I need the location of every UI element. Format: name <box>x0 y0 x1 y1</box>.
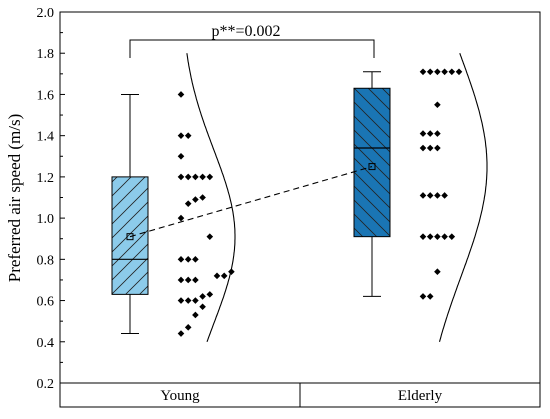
data-point-young <box>177 297 185 304</box>
data-point-young <box>206 233 214 240</box>
data-point-elderly <box>448 68 456 76</box>
data-point-young <box>228 268 235 275</box>
y-tick-label: 1.6 <box>37 88 55 103</box>
y-tick-label: 1.0 <box>37 212 55 227</box>
y-tick-label: 1.8 <box>37 47 55 62</box>
y-tick-label: 0.4 <box>37 336 55 351</box>
mean-marker-young <box>126 233 134 241</box>
data-point-young <box>199 194 206 201</box>
data-point-elderly <box>441 68 448 76</box>
data-point-elderly <box>426 68 434 76</box>
data-point-young <box>184 276 192 284</box>
data-point-elderly <box>419 192 427 199</box>
data-point-young <box>177 91 185 98</box>
data-point-elderly <box>426 130 434 137</box>
data-point-young <box>199 173 206 181</box>
data-point-young <box>206 173 214 181</box>
data-point-young <box>192 276 199 284</box>
y-tick-label: 2.0 <box>37 6 55 21</box>
data-point-young <box>184 173 192 181</box>
category-label-young: Young <box>160 388 200 404</box>
mean-marker-elderly <box>368 163 376 171</box>
data-point-elderly <box>426 293 434 300</box>
data-point-elderly <box>434 233 441 240</box>
data-point-young <box>177 330 185 337</box>
data-point-elderly <box>426 192 434 199</box>
data-point-young <box>192 173 199 181</box>
data-point-elderly <box>448 233 456 240</box>
y-axis-title: Preferred air speed (m/s) <box>5 114 24 283</box>
box-elderly <box>353 87 391 238</box>
data-point-young <box>184 256 192 263</box>
data-point-young <box>206 291 214 298</box>
data-point-elderly <box>455 68 463 76</box>
data-point-young <box>177 173 185 181</box>
y-tick-label: 0.6 <box>37 295 55 310</box>
data-point-elderly <box>434 101 441 109</box>
data-point-young <box>184 324 192 331</box>
data-point-young <box>199 303 206 311</box>
data-point-elderly <box>419 293 427 300</box>
data-point-elderly <box>441 192 448 199</box>
significance-bracket <box>129 39 375 58</box>
data-point-young <box>184 297 192 304</box>
data-point-young <box>192 256 199 263</box>
data-point-elderly <box>419 68 427 76</box>
data-point-elderly <box>419 130 427 137</box>
data-point-young <box>177 214 185 222</box>
distribution-curve-young <box>186 53 236 342</box>
data-point-elderly <box>419 233 427 240</box>
data-point-young <box>177 132 185 139</box>
data-point-elderly <box>426 233 434 240</box>
data-point-young <box>177 256 185 263</box>
y-tick-label: 0.2 <box>37 377 55 392</box>
data-point-young <box>192 311 199 319</box>
data-point-young <box>184 132 192 139</box>
y-tick-label: 1.2 <box>37 171 55 186</box>
data-point-elderly <box>434 144 441 152</box>
y-tick-label: 0.8 <box>37 253 55 268</box>
data-point-young <box>177 276 185 284</box>
data-point-young <box>184 200 192 207</box>
significance-label: p**=0.002 <box>211 23 280 40</box>
data-point-young <box>177 152 185 160</box>
data-point-elderly <box>434 268 441 275</box>
data-point-young <box>220 272 228 280</box>
box-young <box>111 176 149 295</box>
data-point-elderly <box>434 192 441 199</box>
data-point-elderly <box>434 68 441 76</box>
data-point-young <box>192 297 199 304</box>
data-point-elderly <box>434 130 441 137</box>
category-label-elderly: Elderly <box>398 388 443 404</box>
mean-connector-line <box>129 166 373 238</box>
data-point-young <box>213 272 221 280</box>
data-point-elderly <box>426 144 434 152</box>
data-point-elderly <box>441 233 448 240</box>
data-point-elderly <box>419 144 427 152</box>
distribution-curve-elderly <box>438 53 488 342</box>
data-point-young <box>199 293 206 300</box>
data-point-young <box>192 196 199 203</box>
y-tick-label: 1.4 <box>37 130 55 145</box>
